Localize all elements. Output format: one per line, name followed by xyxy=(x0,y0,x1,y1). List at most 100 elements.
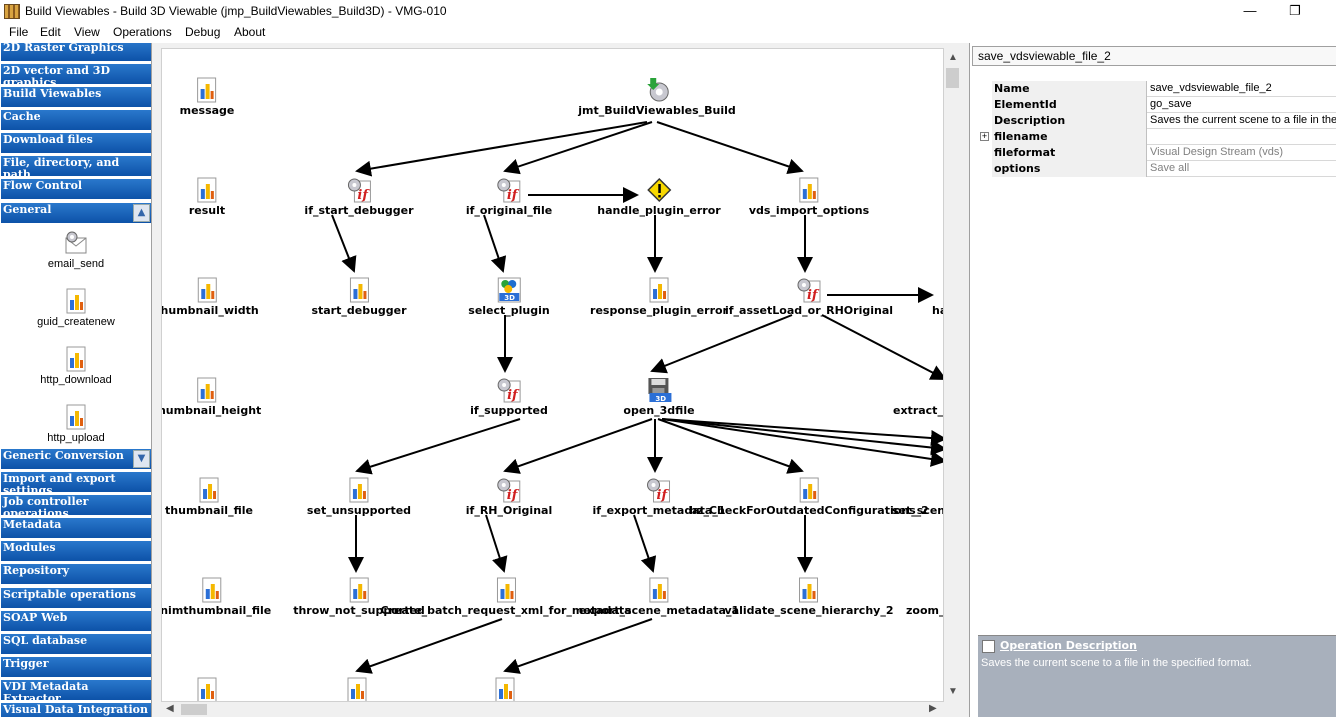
property-row-description[interactable]: Description Saves the current scene to a… xyxy=(992,113,1336,129)
category-file-directory[interactable]: File, directory, and path xyxy=(1,156,151,177)
horizontal-scrollbar[interactable]: ◀ ▶ xyxy=(161,702,944,717)
chart-doc-icon xyxy=(197,277,217,303)
operation-description-box: Operation Description Saves the current … xyxy=(978,635,1336,717)
chart-doc-icon xyxy=(66,346,86,372)
node-message[interactable]: message xyxy=(180,77,234,117)
category-2d-raster[interactable]: 2D Raster Graphics xyxy=(1,43,151,62)
scroll-up-icon[interactable]: ▲ xyxy=(948,52,958,63)
svg-text:if: if xyxy=(807,288,820,303)
if-gear-icon: if xyxy=(797,278,821,303)
category-general-label: General xyxy=(3,203,52,216)
category-download-files[interactable]: Download files xyxy=(1,133,151,154)
collapse-up-icon[interactable]: ▲ xyxy=(133,204,150,222)
chart-doc-icon[interactable] xyxy=(492,677,518,702)
node-start-debugger[interactable]: start_debugger xyxy=(311,277,407,317)
scroll-down-icon[interactable]: ▼ xyxy=(948,686,958,697)
category-general[interactable]: General ▲ xyxy=(1,203,151,224)
category-job-controller[interactable]: Job controller operations xyxy=(1,495,151,516)
node-export-scene-metadata[interactable]: export_scene_metadata_1 xyxy=(579,577,739,617)
plugin-3d-icon: 3D xyxy=(497,277,521,303)
node-thumbnail-width[interactable]: thumbnail_width xyxy=(162,277,259,317)
expand-down-icon[interactable]: ▼ xyxy=(133,450,150,468)
operation-description-title[interactable]: Operation Description xyxy=(1000,639,1137,652)
chart-doc-icon xyxy=(496,577,516,603)
tool-http-download[interactable]: http_download xyxy=(1,346,151,386)
chart-doc-icon[interactable] xyxy=(344,677,370,702)
scroll-right-icon[interactable]: ▶ xyxy=(929,703,937,714)
node-throw-not-supported[interactable]: throw_not_supported xyxy=(293,577,425,617)
category-trigger[interactable]: Trigger xyxy=(1,657,151,678)
chart-doc-icon xyxy=(649,277,669,303)
node-if-supported[interactable]: if if_supported xyxy=(470,377,548,417)
category-modules[interactable]: Modules xyxy=(1,541,151,562)
node-extract-partial[interactable]: extract_ xyxy=(893,404,943,417)
node-thumbnail-height[interactable]: thumbnail_height xyxy=(162,377,261,417)
property-row-filename[interactable]: + filename xyxy=(980,129,1336,145)
node-vds-import-options[interactable]: vds_import_options xyxy=(749,177,869,217)
category-sql-database[interactable]: SQL database xyxy=(1,634,151,655)
node-open-3dfile[interactable]: 3D open_3dfile xyxy=(623,377,695,417)
node-thumbnail-file[interactable]: thumbnail_file xyxy=(165,477,253,517)
category-scriptable-operations[interactable]: Scriptable operations xyxy=(1,588,151,609)
category-metadata[interactable]: Metadata xyxy=(1,518,151,539)
category-2d-vector[interactable]: 2D vector and 3D graphics xyxy=(1,64,151,85)
workflow-canvas[interactable]: message jmt_BuildViewables_Build result … xyxy=(161,48,944,702)
node-result[interactable]: result xyxy=(189,177,225,217)
node-if-export-metadata[interactable]: if if_export_metadata_1 xyxy=(593,477,725,517)
chart-doc-icon xyxy=(349,277,369,303)
node-jmt-buildviewables[interactable]: jmt_BuildViewables_Build xyxy=(578,77,736,117)
node-if-start-debugger[interactable]: if if_start_debugger xyxy=(304,177,414,217)
menu-file[interactable]: File xyxy=(9,25,29,39)
category-cache[interactable]: Cache xyxy=(1,110,151,131)
restore-button[interactable]: ❐ xyxy=(1289,3,1301,18)
node-set-unsupported[interactable]: set_unsupported xyxy=(307,477,411,517)
category-vdi-metadata[interactable]: VDI Metadata Extractor xyxy=(1,680,151,701)
menu-operations[interactable]: Operations xyxy=(113,25,172,39)
tool-guid-createnew[interactable]: guid_createnew xyxy=(1,288,151,328)
toolbox-panel: 2D Raster Graphics 2D vector and 3D grap… xyxy=(0,43,152,717)
category-visual-data-integration[interactable]: Visual Data Integration xyxy=(1,703,151,717)
property-row-options[interactable]: options Save all xyxy=(992,161,1336,177)
vertical-scroll-thumb[interactable] xyxy=(946,68,959,88)
category-soap-web[interactable]: SOAP Web xyxy=(1,611,151,632)
node-validate-scene-hierarchy[interactable]: validate_scene_hierarchy_2 xyxy=(725,577,893,617)
horizontal-scroll-thumb[interactable] xyxy=(181,704,207,715)
chart-doc-icon[interactable] xyxy=(194,677,220,702)
chart-doc-icon xyxy=(199,477,219,503)
category-generic-conversion[interactable]: Generic Conversion ▼ xyxy=(1,449,151,470)
node-handle-partial[interactable]: handle xyxy=(932,304,943,317)
warning-icon xyxy=(646,177,672,203)
category-import-export[interactable]: Import and export settings xyxy=(1,472,151,493)
tool-email-send[interactable]: email_send xyxy=(1,230,151,270)
vertical-scrollbar[interactable]: ▲ ▼ xyxy=(944,48,961,702)
chart-doc-icon xyxy=(66,288,86,314)
node-handle-plugin-error[interactable]: handle_plugin_error xyxy=(597,177,721,217)
menu-view[interactable]: View xyxy=(74,25,100,39)
svg-text:3D: 3D xyxy=(655,395,666,403)
category-flow-control[interactable]: Flow Control xyxy=(1,179,151,200)
node-select-plugin[interactable]: 3D select_plugin xyxy=(468,277,550,317)
property-row-elementid[interactable]: ElementId go_save xyxy=(992,97,1336,113)
menu-edit[interactable]: Edit xyxy=(40,25,61,39)
expand-plus-icon[interactable]: + xyxy=(980,131,989,141)
node-zoom-partial[interactable]: zoom_ xyxy=(906,604,944,617)
category-repository[interactable]: Repository xyxy=(1,564,151,585)
node-if-assetload[interactable]: if if_assetLoad_or_RHOriginal xyxy=(725,277,893,317)
node-if-rh-original[interactable]: if if_RH_Original xyxy=(466,477,552,517)
node-check-outdated-config[interactable]: bz_CheckForOutdatedConfigurations_2 xyxy=(689,477,929,517)
gear-download-icon xyxy=(646,78,669,102)
category-build-viewables[interactable]: Build Viewables xyxy=(1,87,151,108)
node-if-original-file[interactable]: if if_original_file xyxy=(466,177,552,217)
property-row-name[interactable]: Name save_vdsviewable_file_2 xyxy=(992,81,1336,97)
property-row-fileformat[interactable]: fileformat Visual Design Stream (vds) xyxy=(992,145,1336,161)
scroll-left-icon[interactable]: ◀ xyxy=(166,703,174,714)
node-animthumbnail-file[interactable]: animthumbnail_file xyxy=(162,577,271,617)
menu-about[interactable]: About xyxy=(234,25,266,39)
menu-debug[interactable]: Debug xyxy=(185,25,221,39)
node-set-scene-partial[interactable]: set_scene xyxy=(892,504,943,517)
node-create-batch-request[interactable]: Create_batch_request_xml_for_metadata xyxy=(380,577,632,617)
minimize-button[interactable]: — xyxy=(1243,3,1257,18)
tool-http-upload[interactable]: http_upload xyxy=(1,404,151,444)
node-response-plugin-error[interactable]: response_plugin_error xyxy=(590,277,728,317)
chart-doc-icon xyxy=(349,477,369,503)
